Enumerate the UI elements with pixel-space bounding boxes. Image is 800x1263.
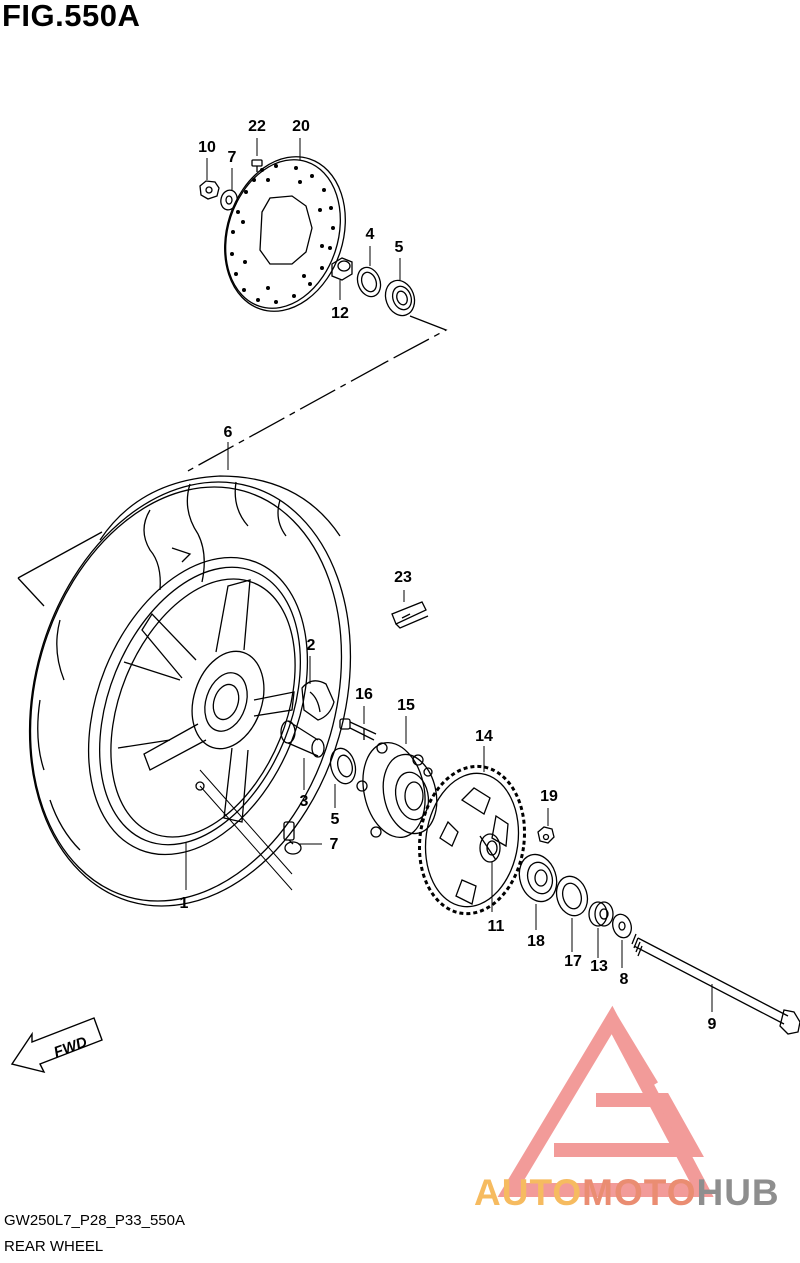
callout-18: 17 bbox=[564, 953, 582, 970]
callout-7: 6 bbox=[224, 424, 233, 441]
figure-title: FIG.550A bbox=[2, 0, 141, 33]
rear-sprocket bbox=[417, 764, 527, 916]
callout-12: 11 bbox=[488, 918, 505, 935]
section-name: REAR WHEEL bbox=[4, 1238, 104, 1255]
callout-numbers: 22 20 10 7 4 5 12 6 23 2 16 15 14 3 19 5… bbox=[180, 118, 717, 1033]
watermark-moto: MOTO bbox=[582, 1172, 697, 1213]
oil-seal bbox=[555, 875, 589, 917]
disc-nut bbox=[199, 180, 220, 200]
tire-valve bbox=[283, 821, 302, 855]
callout-20: 19 bbox=[540, 788, 558, 805]
callout-8: 7 bbox=[228, 149, 237, 166]
bearing bbox=[329, 747, 357, 785]
callout-6: 7 bbox=[330, 836, 339, 853]
callout-4: 4 bbox=[366, 226, 375, 243]
wheel-spacer bbox=[280, 720, 325, 758]
callout-11: 10 bbox=[198, 139, 216, 156]
callout-5-lower: 5 bbox=[331, 811, 340, 828]
callout-10: 9 bbox=[708, 1016, 717, 1033]
brake-disc bbox=[224, 156, 346, 312]
oil-seal bbox=[356, 266, 382, 298]
wheel-rim bbox=[87, 556, 309, 856]
callout-15: 14 bbox=[475, 728, 493, 745]
callout-19: 18 bbox=[527, 933, 545, 950]
leader-lines bbox=[185, 138, 713, 1012]
rear-axle bbox=[631, 933, 800, 1035]
callout-2: 2 bbox=[307, 637, 316, 654]
disc-washer bbox=[220, 189, 238, 211]
callout-5-top: 5 bbox=[395, 239, 404, 256]
automotohub-logo bbox=[497, 1005, 714, 1197]
fwd-arrow-icon: FWD bbox=[10, 1017, 103, 1074]
watermark-hub: HUB bbox=[696, 1172, 780, 1213]
rear-tire bbox=[17, 475, 352, 907]
spacer bbox=[588, 901, 614, 927]
bearing bbox=[518, 853, 558, 903]
callout-14: 13 bbox=[590, 958, 608, 975]
sprocket-drum bbox=[356, 741, 438, 839]
watermark-auto: AUTO bbox=[474, 1172, 583, 1213]
bearing bbox=[384, 279, 416, 317]
sprocket-nut bbox=[537, 826, 555, 844]
model-code: GW250L7_P28_P33_550A bbox=[4, 1212, 185, 1229]
callout-9: 8 bbox=[620, 971, 629, 988]
callout-21: 20 bbox=[292, 118, 310, 135]
balance-weight bbox=[391, 601, 429, 629]
callout-22: 22 bbox=[248, 118, 266, 135]
callout-17: 16 bbox=[355, 686, 373, 703]
callout-13: 12 bbox=[331, 305, 349, 322]
callout-23: 23 bbox=[394, 569, 412, 586]
sprocket-mount-bolt bbox=[339, 718, 377, 741]
callout-16: 15 bbox=[397, 697, 415, 714]
spacer bbox=[331, 257, 353, 281]
callout-3: 3 bbox=[300, 793, 309, 810]
callout-1: 1 bbox=[180, 895, 189, 912]
axle-washer bbox=[612, 913, 632, 939]
disc-bolt bbox=[251, 159, 263, 172]
watermark-text: AUTOMOTOHUB bbox=[474, 1172, 780, 1214]
cush-damper bbox=[301, 680, 335, 721]
